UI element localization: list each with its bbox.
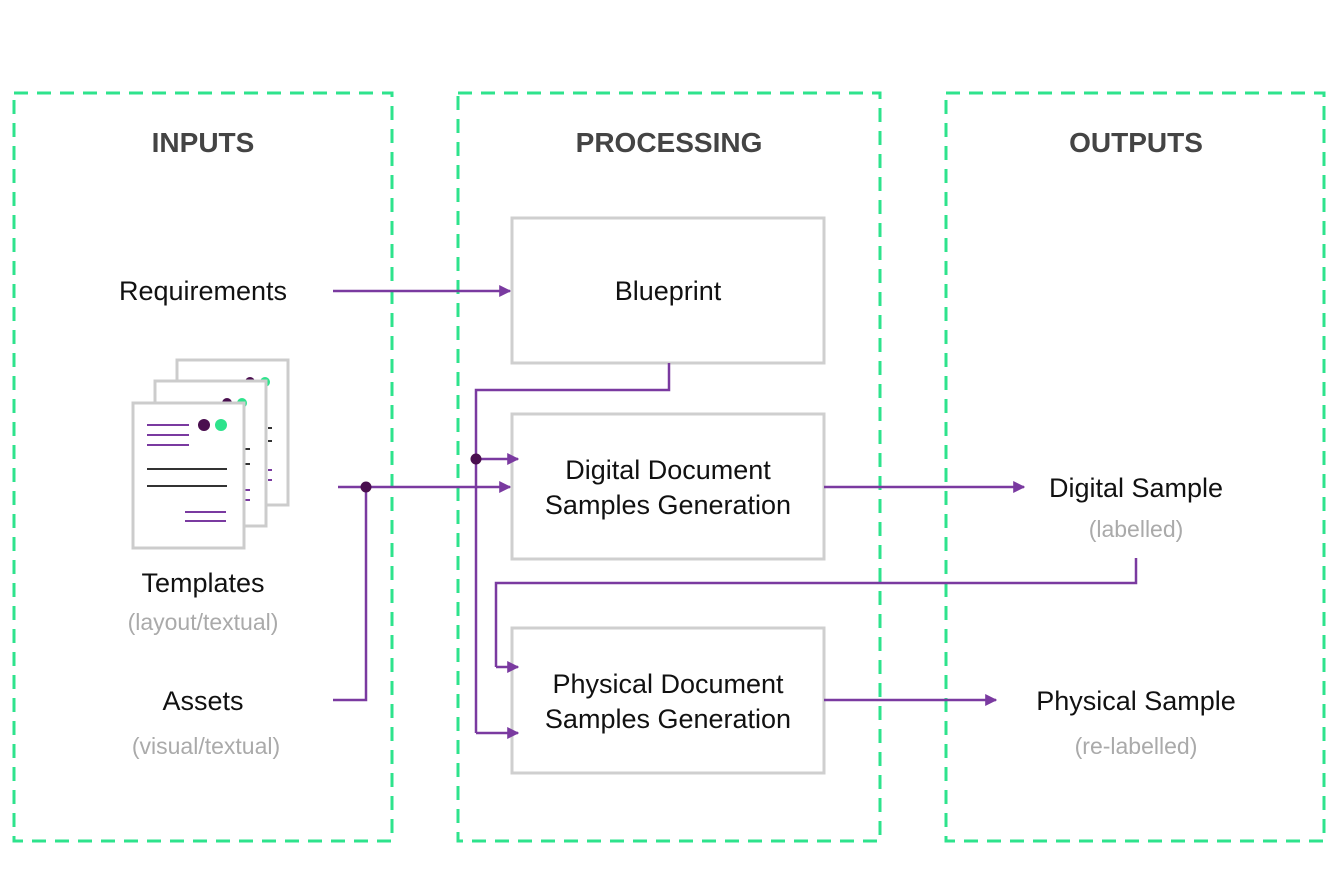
physical-sample-sublabel: (re-labelled) <box>1075 733 1198 759</box>
digital-sample-feedback-connector <box>494 558 1138 667</box>
processing-panel <box>456 91 882 843</box>
physical-generation-box <box>510 626 826 775</box>
templates-label: Templates <box>141 568 264 598</box>
physical-generation-label-line1: Physical Document <box>552 669 784 699</box>
blueprint-to-generators-connector <box>474 363 671 733</box>
assets-connector <box>333 487 368 702</box>
blueprint-junction-dot <box>470 453 482 465</box>
physical-sample-label: Physical Sample <box>1036 686 1236 716</box>
inputs-junction-dot <box>360 481 372 493</box>
inputs-panel <box>12 91 394 843</box>
requirements-label: Requirements <box>119 276 287 306</box>
inputs-title: INPUTS <box>152 127 255 158</box>
assets-sublabel: (visual/textual) <box>132 733 280 759</box>
templates-sublabel: (layout/textual) <box>128 609 279 635</box>
processing-title: PROCESSING <box>576 127 763 158</box>
digital-sample-label: Digital Sample <box>1049 473 1223 503</box>
digital-generation-label-line2: Samples Generation <box>545 490 791 520</box>
digital-generation-box <box>510 412 826 561</box>
outputs-panel <box>944 91 1326 843</box>
digital-sample-sublabel: (labelled) <box>1089 516 1184 542</box>
assets-label: Assets <box>162 686 243 716</box>
stacked-documents-icon <box>131 358 290 550</box>
digital-generation-label-line1: Digital Document <box>565 455 771 485</box>
outputs-title: OUTPUTS <box>1069 127 1203 158</box>
physical-generation-label-line2: Samples Generation <box>545 704 791 734</box>
blueprint-label: Blueprint <box>615 276 722 306</box>
